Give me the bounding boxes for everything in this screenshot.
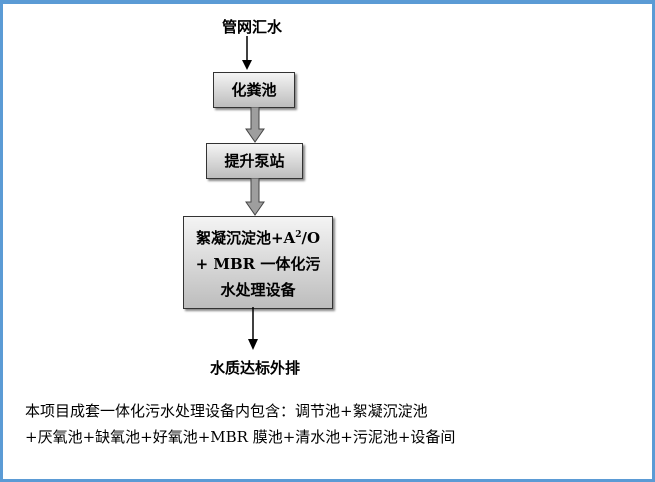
septic-tank-box: 化粪池 — [213, 72, 295, 108]
equipment-text-a: 絮凝沉淀池+A — [195, 229, 296, 247]
equipment-text-b: /O — [301, 229, 321, 247]
equipment-superscript: 2 — [295, 230, 302, 240]
pump-station-box: 提升泵站 — [206, 143, 303, 179]
equipment-line3: 水处理设备 — [220, 281, 296, 299]
output-label: 水质达标外排 — [209, 359, 300, 377]
equipment-line2: + MBR 一体化污 — [195, 255, 321, 273]
thin-arrow-2 — [248, 307, 258, 350]
gray-arrow-2 — [245, 178, 265, 216]
note-line-2: +厌氧池+缺氧池+好氧池+MBR 膜池+清水池+污泥池+设备间 — [25, 428, 456, 446]
note-line-1: 本项目成套一体化污水处理设备内包含：调节池+絮凝沉淀池 — [25, 402, 428, 420]
integrated-treatment-box: 絮凝沉淀池+A2/O + MBR 一体化污 水处理设备 — [183, 216, 333, 309]
thin-arrow-1 — [242, 36, 252, 70]
gray-arrow-1 — [245, 107, 265, 143]
equipment-line1: 絮凝沉淀池+A2/O — [196, 222, 320, 251]
input-label: 管网汇水 — [221, 18, 282, 36]
